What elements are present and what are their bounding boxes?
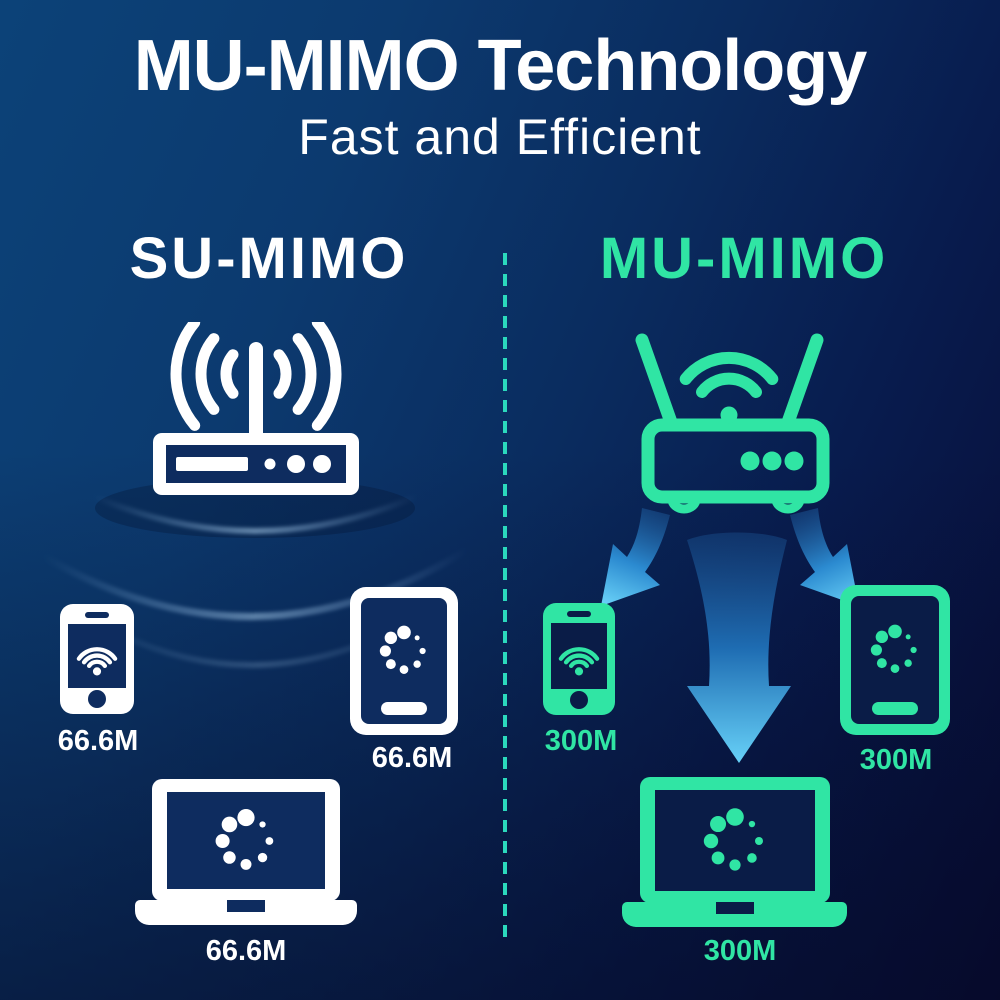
wifi-icon bbox=[73, 632, 121, 680]
wifi-icon bbox=[555, 632, 603, 680]
mu-mimo-heading: MU-MIMO bbox=[599, 226, 889, 291]
spinner-icon bbox=[379, 625, 426, 674]
tablet-icon bbox=[350, 587, 458, 735]
router-foot bbox=[667, 494, 701, 514]
tablet-bar bbox=[872, 702, 918, 715]
mu-router-icon bbox=[635, 333, 830, 514]
smartphone-icon bbox=[60, 604, 134, 714]
laptop-notch bbox=[715, 902, 754, 914]
tablet-screen bbox=[361, 598, 447, 724]
phone-home-button bbox=[570, 691, 588, 709]
divider-dashed-line bbox=[503, 253, 507, 941]
page-title: MU-MIMO Technology bbox=[133, 26, 868, 106]
phone-screen bbox=[551, 623, 607, 689]
laptop-frame bbox=[152, 779, 340, 901]
right-arrow bbox=[790, 508, 859, 606]
laptop-screen bbox=[167, 792, 325, 889]
laptop-notch bbox=[227, 900, 265, 912]
wifi-icon bbox=[679, 351, 779, 398]
laptop-icon bbox=[135, 779, 357, 925]
tablet-icon bbox=[840, 585, 950, 735]
speed-label: 300M bbox=[544, 725, 618, 757]
su-router-icon bbox=[153, 322, 359, 495]
phone-speaker bbox=[567, 611, 591, 617]
speed-label: 66.6M bbox=[371, 742, 453, 774]
phone-screen bbox=[68, 624, 126, 688]
speed-label: 66.6M bbox=[57, 725, 139, 757]
router-antenna bbox=[780, 333, 824, 432]
speed-label: 300M bbox=[859, 744, 933, 776]
center-arrow bbox=[687, 532, 791, 763]
antenna-waves-icon bbox=[170, 322, 342, 431]
tablet-bar bbox=[381, 702, 427, 715]
router-foot bbox=[771, 494, 805, 514]
tablet-screen bbox=[851, 596, 939, 724]
laptop-frame bbox=[639, 777, 830, 903]
spinner-icon bbox=[703, 807, 763, 871]
smartphone-icon bbox=[543, 603, 615, 715]
phone-speaker bbox=[85, 612, 109, 618]
page-subtitle: Fast and Efficient bbox=[298, 109, 702, 165]
left-arrow bbox=[601, 508, 670, 606]
speed-label: 300M bbox=[703, 935, 777, 967]
spinner-icon bbox=[870, 624, 917, 673]
phone-home-button bbox=[88, 690, 106, 708]
router-antenna bbox=[635, 333, 679, 432]
speed-label: 66.6M bbox=[205, 935, 287, 967]
laptop-screen bbox=[654, 790, 815, 891]
laptop-icon bbox=[622, 777, 847, 927]
download-arrows-icon bbox=[601, 508, 859, 763]
spinner-icon bbox=[215, 808, 274, 870]
su-mimo-heading: SU-MIMO bbox=[129, 226, 409, 291]
